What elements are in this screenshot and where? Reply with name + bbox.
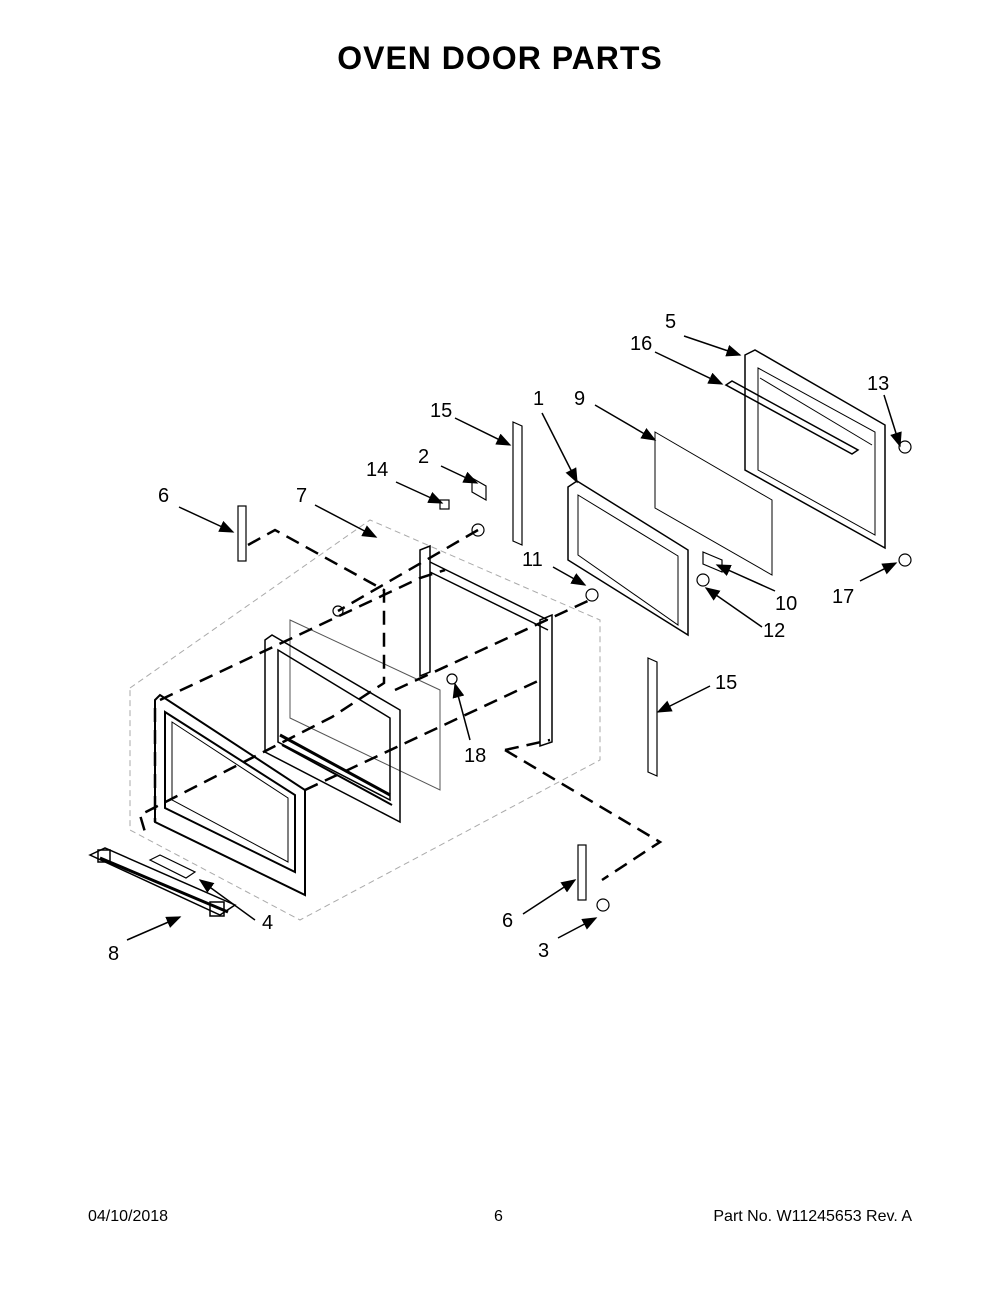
callout-6-upper: 6 xyxy=(158,485,169,507)
callout-9: 9 xyxy=(574,388,585,410)
door-badge xyxy=(148,854,197,879)
callout-6-lower: 6 xyxy=(502,910,513,932)
callout-2: 2 xyxy=(418,446,429,468)
callout-11: 11 xyxy=(522,549,543,571)
trim-strip xyxy=(724,380,860,455)
inner-door-frame xyxy=(264,634,401,824)
leader-arrows xyxy=(126,335,902,941)
footer-date: 04/10/2018 xyxy=(88,1208,169,1225)
callout-10: 10 xyxy=(775,593,797,615)
callout-3: 3 xyxy=(538,940,549,962)
callout-16: 16 xyxy=(630,333,652,355)
page-title: OVEN DOOR PARTS xyxy=(337,40,663,76)
callout-18: 18 xyxy=(464,745,486,767)
window-glass xyxy=(654,431,773,576)
callout-1: 1 xyxy=(533,388,544,410)
callout-8: 8 xyxy=(108,943,119,965)
callout-4: 4 xyxy=(262,912,273,934)
footer-part-number: Part No. W11245653 Rev. A xyxy=(713,1208,912,1225)
assembly-lines xyxy=(138,528,663,882)
hardware xyxy=(332,440,912,912)
assembly-outline xyxy=(129,519,601,921)
callout-labels: 1 2 3 4 5 6 6 7 8 9 10 11 12 13 14 15 15… xyxy=(108,311,889,965)
hinges xyxy=(237,505,587,901)
callout-5: 5 xyxy=(665,311,676,333)
callout-12: 12 xyxy=(763,620,785,642)
footer-page-number: 6 xyxy=(494,1208,503,1225)
side-trims xyxy=(512,421,658,777)
callout-17: 17 xyxy=(832,586,854,608)
callout-7: 7 xyxy=(296,485,307,507)
hinge-channel-frame xyxy=(419,544,553,748)
callout-13: 13 xyxy=(867,373,889,395)
callout-15-upper: 15 xyxy=(430,400,452,422)
inner-glass-frame xyxy=(567,480,689,637)
callout-15-lower: 15 xyxy=(715,672,737,694)
inner-window-glass xyxy=(289,619,441,791)
outer-door-frame xyxy=(744,349,886,550)
callout-14: 14 xyxy=(366,459,388,481)
